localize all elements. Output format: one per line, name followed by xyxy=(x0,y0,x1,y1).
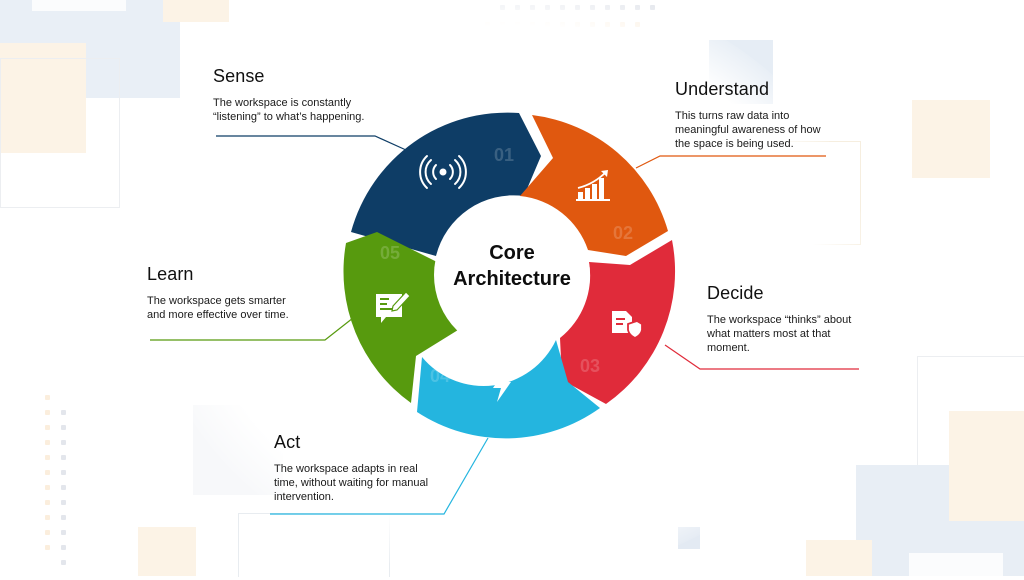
stage-description: This turns raw data into meaningful awar… xyxy=(675,110,821,150)
stage-title: Act xyxy=(274,432,301,452)
growth-chart-icon xyxy=(576,170,610,201)
bg-peach-block-bottom xyxy=(806,540,872,576)
stage-title: Decide xyxy=(707,283,764,303)
lightning-bolt-icon xyxy=(493,370,511,402)
stage-label-act: Act The workspace adapts in real time, w… xyxy=(274,432,428,504)
bg-peach-block-top xyxy=(163,0,229,22)
broadcast-signal-icon xyxy=(419,155,467,189)
connector-learn xyxy=(150,317,354,341)
segment-04-act xyxy=(417,340,600,439)
segment-number-03: 03 xyxy=(580,356,601,376)
stage-description: The workspace “thinks” about what matter… xyxy=(707,314,852,354)
center-disc xyxy=(434,197,590,353)
bg-peach-block-bottom-right xyxy=(949,411,1024,521)
bg-peach-block-bottom-left xyxy=(138,527,196,576)
stage-label-learn: Learn The workspace gets smarter and mor… xyxy=(147,264,289,322)
stage-label-sense: Sense The workspace is constantly “liste… xyxy=(213,66,364,124)
segment-number-01: 01 xyxy=(494,145,515,165)
center-title-line-1: Core xyxy=(489,242,535,264)
stage-title: Sense xyxy=(213,66,265,86)
stage-description: The workspace gets smarter and more effe… xyxy=(147,295,289,321)
connector-sense xyxy=(216,135,407,151)
bg-outline-box-left xyxy=(0,58,120,208)
segment-01-sense xyxy=(351,112,541,256)
connector-understand xyxy=(635,155,826,169)
segment-number-05: 05 xyxy=(380,243,401,263)
document-shield-icon xyxy=(612,311,643,340)
bg-dot-grid-left xyxy=(45,395,66,565)
connector-decide xyxy=(664,344,859,370)
segment-number-04: 04 xyxy=(430,366,451,386)
chat-edit-icon xyxy=(376,291,411,323)
segment-number-02: 02 xyxy=(613,223,634,243)
bg-white-block-bottom-right xyxy=(909,553,1003,576)
stage-description: The workspace is constantly “listening” … xyxy=(213,97,365,123)
stage-title: Learn xyxy=(147,264,194,284)
bg-peach-block-left xyxy=(0,43,86,153)
bg-peach-square-right xyxy=(912,100,990,178)
segment-05-learn xyxy=(343,232,458,403)
connector-act xyxy=(270,437,489,515)
center-title: Core Architecture xyxy=(432,240,592,292)
bg-white-block-top-left xyxy=(32,0,126,11)
stage-title: Understand xyxy=(675,79,770,99)
center-title-line-2: Architecture xyxy=(453,268,571,290)
stage-description: The workspace adapts in real time, witho… xyxy=(274,463,429,503)
stage-label-understand: Understand This turns raw data into mean… xyxy=(675,79,821,151)
stage-label-decide: Decide The workspace “thinks” about what… xyxy=(707,283,851,355)
